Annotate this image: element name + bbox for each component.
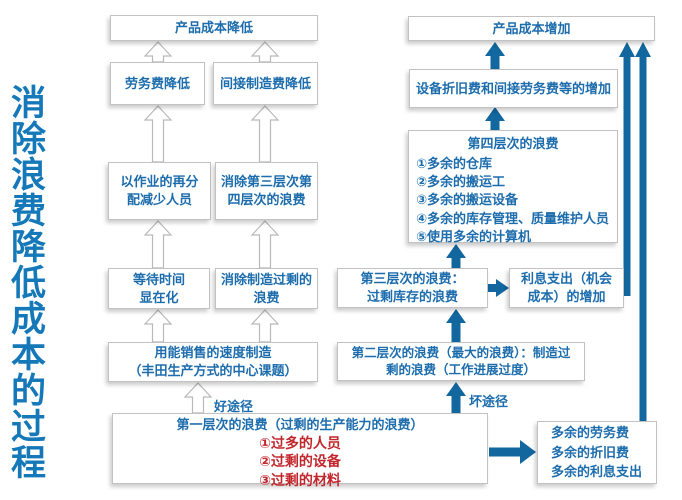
arrow-bad-path-icon [446, 382, 466, 413]
box-level3-waste: 第三层次的浪费： 过剩库存的浪费 [337, 268, 488, 308]
box-depreciation-indirect-labor-increase: 设备折旧费和间接劳务费等的增加 [409, 69, 618, 108]
box-level4-waste: 第四层次的浪费 ①多余的仓库 ②多余的搬运工 ③多余的搬运设备 ④多余的库存管理… [408, 130, 618, 245]
page-title: 消除浪费降低成本的过程 [6, 84, 45, 480]
level4-item: ④多余的库存管理、质量维护人员 [416, 210, 610, 226]
arrow-interest-elbow-icon [622, 288, 631, 296]
excess-item: 多余的劳务费 [551, 425, 630, 441]
arrow-eliminate34-to-indirect-icon [250, 105, 280, 163]
box-indirect-mfg-cost-decrease: 间接制造费降低 [213, 62, 318, 105]
box-product-cost-decrease: 产品成本降低 [110, 15, 318, 41]
arrow-level1-to-excess-icon [489, 440, 536, 464]
arrow-level2-to-level3-icon [446, 309, 466, 342]
box-waiting-time-visible: 等待时间 显在化 [108, 268, 210, 309]
level4-item: ③多余的搬运设备 [416, 192, 519, 208]
level1-item: ②过剩的设备 [259, 453, 341, 470]
arrow-depreciation-to-product-icon [485, 42, 505, 69]
arrow-level3-to-level4-icon [446, 244, 466, 268]
arrow-labor-to-product-icon [143, 41, 173, 63]
box-eliminate-overproduction-waste: 消除制造过剩的 浪费 [215, 268, 318, 309]
level4-item: ⑤使用多余的计算机 [416, 229, 532, 245]
arrow-reassign-to-labor-icon [143, 105, 173, 163]
box-labor-cost-decrease: 劳务费降低 [110, 62, 205, 105]
box-level1-waste: 第一层次的浪费（过剩的生产能力的浪费） ①过多的人员 ②过剩的设备 ③过剩的材料 [112, 413, 488, 488]
arrow-level3-to-interest-icon [488, 279, 509, 297]
level4-item: ①多余的仓库 [416, 155, 493, 171]
box-excess-costs: 多余的劳务费 多余的折旧费 多余的利息支出 [537, 421, 657, 484]
level1-item: ①过多的人员 [259, 434, 341, 451]
level4-heading: 第四层次的浪费 [467, 136, 559, 151]
box-eliminate-level3-4-waste: 消除第三层次第 四层次的浪费 [215, 162, 318, 220]
level1-item: ③过剩的材料 [259, 471, 341, 488]
arrow-indirect-to-product-icon [250, 41, 280, 63]
arrow-sellspeed-to-overprod-icon [250, 309, 280, 343]
box-produce-at-sales-speed: 用能销售的速度制造 （丰田生产方式的中心课题） [108, 342, 318, 382]
good-path-label: 好途径 [214, 399, 254, 414]
excess-item: 多余的利息支出 [551, 464, 643, 480]
arrow-good-path-icon [183, 382, 213, 414]
arrow-level4-to-depreciation-icon [485, 107, 505, 130]
box-reassign-reduce-staff: 以作业的再分 配减少人员 [108, 162, 211, 220]
excess-item: 多余的折旧费 [551, 444, 630, 460]
level1-heading: 第一层次的浪费（过剩的生产能力的浪费） [176, 417, 424, 432]
bad-path-label: 坏途径 [469, 394, 509, 409]
arrow-waiting-to-reassign-icon [143, 220, 173, 269]
box-interest-expense-increase: 利息支出（机会 成本）的增加 [509, 268, 624, 308]
box-product-cost-increase: 产品成本增加 [408, 16, 655, 41]
arrow-interest-to-product-icon [619, 42, 635, 296]
arrow-overprod-to-eliminate34-icon [250, 220, 280, 269]
arrow-excess-to-product-icon [635, 42, 651, 422]
box-level2-waste: 第二层次的浪费（最大的浪费）：制造过 剩的浪费（工作进展过度） [337, 342, 585, 381]
arrow-sellspeed-to-waiting-icon [143, 309, 173, 343]
level4-item: ②多余的搬运工 [416, 174, 506, 189]
